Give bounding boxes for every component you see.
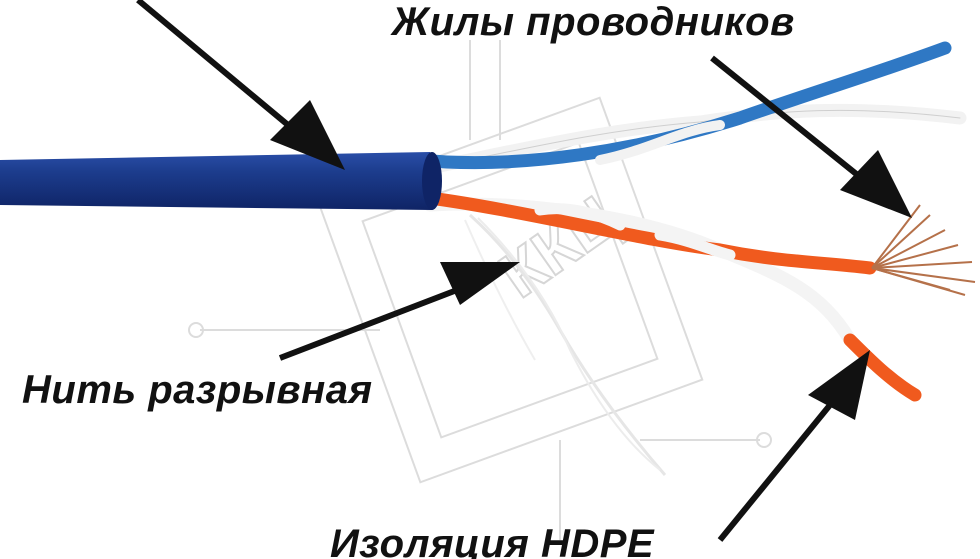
arrow-conductors (710, 55, 912, 218)
watermark-inner-frame (361, 141, 659, 439)
watermark-dot-right (756, 432, 772, 448)
orange-white-pair (423, 191, 922, 402)
label-conductors: Жилы проводников (392, 0, 795, 44)
watermark-dot-left (188, 322, 204, 338)
copper-strands (871, 204, 976, 296)
arrow-jacket (136, 0, 345, 170)
arrow-ripcord (278, 262, 520, 361)
blue-white-pair (413, 41, 967, 177)
label-insulation: Изоляция HDPE (330, 522, 655, 559)
cable-jacket (0, 152, 442, 210)
label-ripcord: Нить разрывная (22, 368, 373, 412)
ripcord-threads (464, 213, 667, 476)
arrow-insulation (717, 350, 870, 542)
arrows (136, 0, 912, 542)
